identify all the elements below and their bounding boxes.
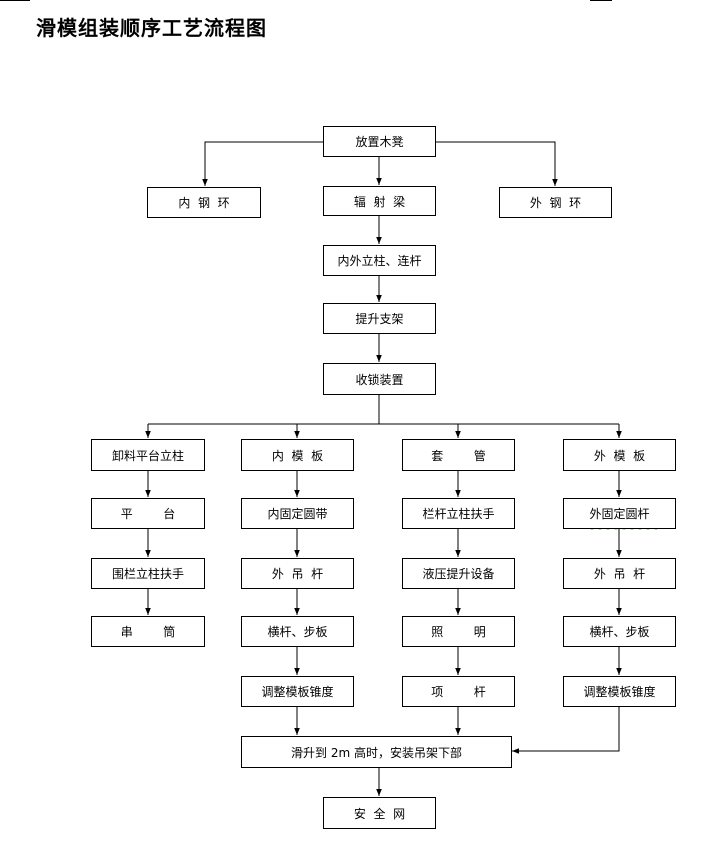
node-inner-formwork: 内 模 板 [241, 439, 354, 471]
node-lighting: 照 明 [402, 616, 515, 647]
node-inner-fixed-hoop: 内固定圆带 [241, 498, 354, 529]
node-slide-2m: 滑升到 2m 高时，安装吊架下部 [241, 736, 512, 768]
node-lift-frame: 提升支架 [323, 303, 436, 334]
node-crossbar-board-inner: 横杆、步板 [241, 616, 354, 647]
node-hanger-rod-inner: 外 吊 杆 [241, 558, 354, 589]
top-edge-mark-right [590, 0, 612, 1]
node-hanger-rod-outer: 外 吊 杆 [563, 558, 676, 589]
node-chute: 串 筒 [91, 616, 205, 647]
node-outer-fixed-hoop-rod: 外固定圆杆 [563, 498, 676, 529]
node-adjust-taper-outer: 调整模板锥度 [563, 676, 676, 707]
node-inner-steel-ring: 内 钢 环 [147, 187, 261, 218]
node-columns-rods: 内外立柱、连杆 [323, 245, 436, 276]
node-sleeve-pipe: 套 管 [402, 439, 515, 471]
node-retract-lock: 收锁装置 [323, 363, 436, 395]
node-fence-column-handrail: 围栏立柱扶手 [91, 558, 205, 589]
node-unload-platform-column: 卸料平台立柱 [91, 439, 205, 471]
top-edge-mark-left [0, 0, 30, 1]
node-radial-beam: 辐 射 梁 [323, 186, 436, 216]
node-safety-net: 安 全 网 [323, 797, 436, 829]
arrow-to-outer-ring [436, 141, 558, 186]
node-platform: 平 台 [91, 498, 205, 529]
node-railing-column-handrail: 栏杆立柱扶手 [402, 498, 515, 529]
page-title: 滑模组装顺序工艺流程图 [36, 16, 267, 40]
node-top-rod: 项 杆 [402, 676, 515, 707]
node-outer-steel-ring: 外 钢 环 [499, 187, 612, 218]
node-outer-formwork: 外 模 板 [563, 439, 676, 471]
node-adjust-taper-inner: 调整模板锥度 [241, 676, 354, 707]
node-place-stool: 放置木凳 [323, 126, 436, 157]
node-hydraulic-lift-equipment: 液压提升设备 [402, 558, 515, 589]
node-crossbar-board-outer: 横杆、步板 [563, 616, 676, 647]
arrow-to-inner-ring [202, 141, 323, 186]
